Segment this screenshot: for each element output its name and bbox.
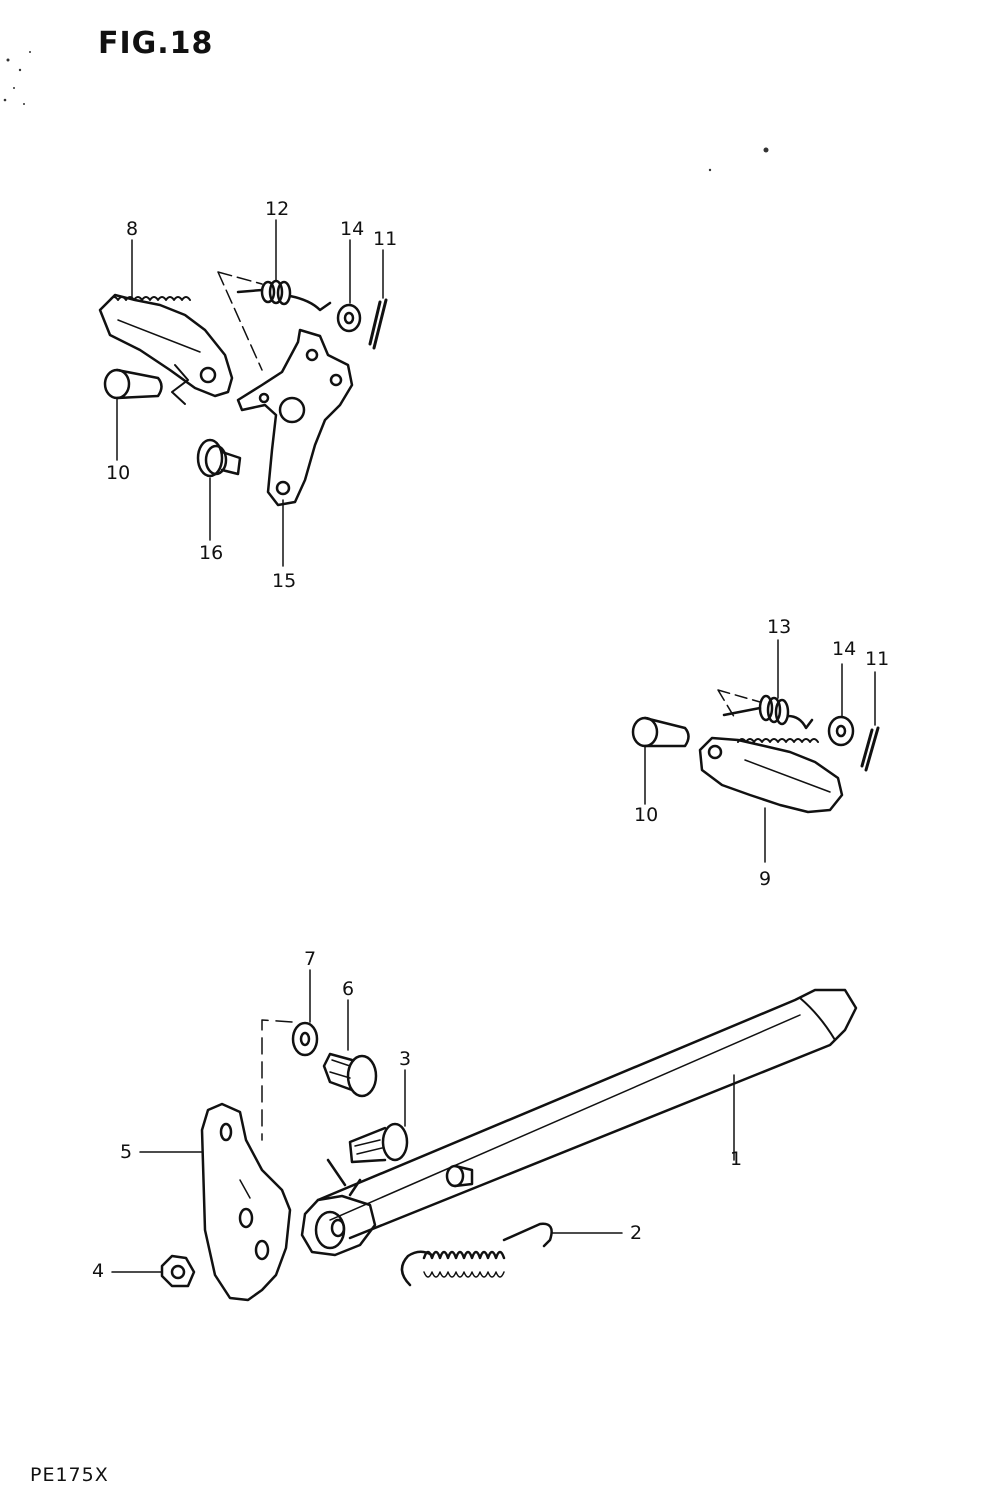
callout-15: 15 xyxy=(272,570,297,592)
callout-6: 6 xyxy=(342,978,355,1000)
callout-11b: 11 xyxy=(865,648,890,670)
part-6-bolt xyxy=(322,1052,378,1098)
part-11-cotter-right xyxy=(860,726,880,772)
figure-title: FIG.18 xyxy=(98,26,214,61)
part-13-spring-right xyxy=(722,694,814,730)
part-10-pin-left xyxy=(103,368,163,400)
callout-7: 7 xyxy=(304,948,317,970)
callout-14b: 14 xyxy=(832,638,857,660)
model-code: PE175X xyxy=(30,1464,109,1486)
part-1-side-stand xyxy=(300,988,858,1257)
phantom-line-12 xyxy=(217,271,263,371)
callout-10a: 10 xyxy=(106,462,131,484)
part-16-bolt xyxy=(196,438,242,478)
callout-5: 5 xyxy=(120,1141,133,1163)
callout-16: 16 xyxy=(199,542,224,564)
part-15-bracket xyxy=(236,328,354,507)
part-8-footrest-left xyxy=(98,293,234,405)
phantom-line-7 xyxy=(261,1019,293,1141)
callout-2: 2 xyxy=(630,1222,643,1244)
part-4-nut xyxy=(160,1254,196,1288)
callout-14a: 14 xyxy=(340,218,365,240)
part-2-spring xyxy=(400,1222,553,1287)
part-14-washer-left xyxy=(336,303,362,333)
callout-13: 13 xyxy=(767,616,792,638)
part-7-washer xyxy=(291,1021,319,1057)
phantom-line-13 xyxy=(717,689,761,721)
callout-10b: 10 xyxy=(634,804,659,826)
part-14-washer-right xyxy=(827,715,855,747)
callout-8: 8 xyxy=(126,218,139,240)
callout-4: 4 xyxy=(92,1260,105,1282)
scan-noise xyxy=(3,51,769,172)
part-5-stand-bracket xyxy=(200,1102,292,1302)
callout-12: 12 xyxy=(265,198,290,220)
part-9-footrest-right xyxy=(698,736,844,814)
part-10-pin-right xyxy=(631,716,690,748)
part-3-bolt xyxy=(348,1122,409,1164)
callout-11a: 11 xyxy=(373,228,398,250)
callout-3: 3 xyxy=(399,1048,412,1070)
part-11-cotter-left xyxy=(368,298,388,350)
part-12-spring-left xyxy=(236,279,332,312)
callout-9: 9 xyxy=(759,868,772,890)
callout-1: 1 xyxy=(730,1148,743,1170)
